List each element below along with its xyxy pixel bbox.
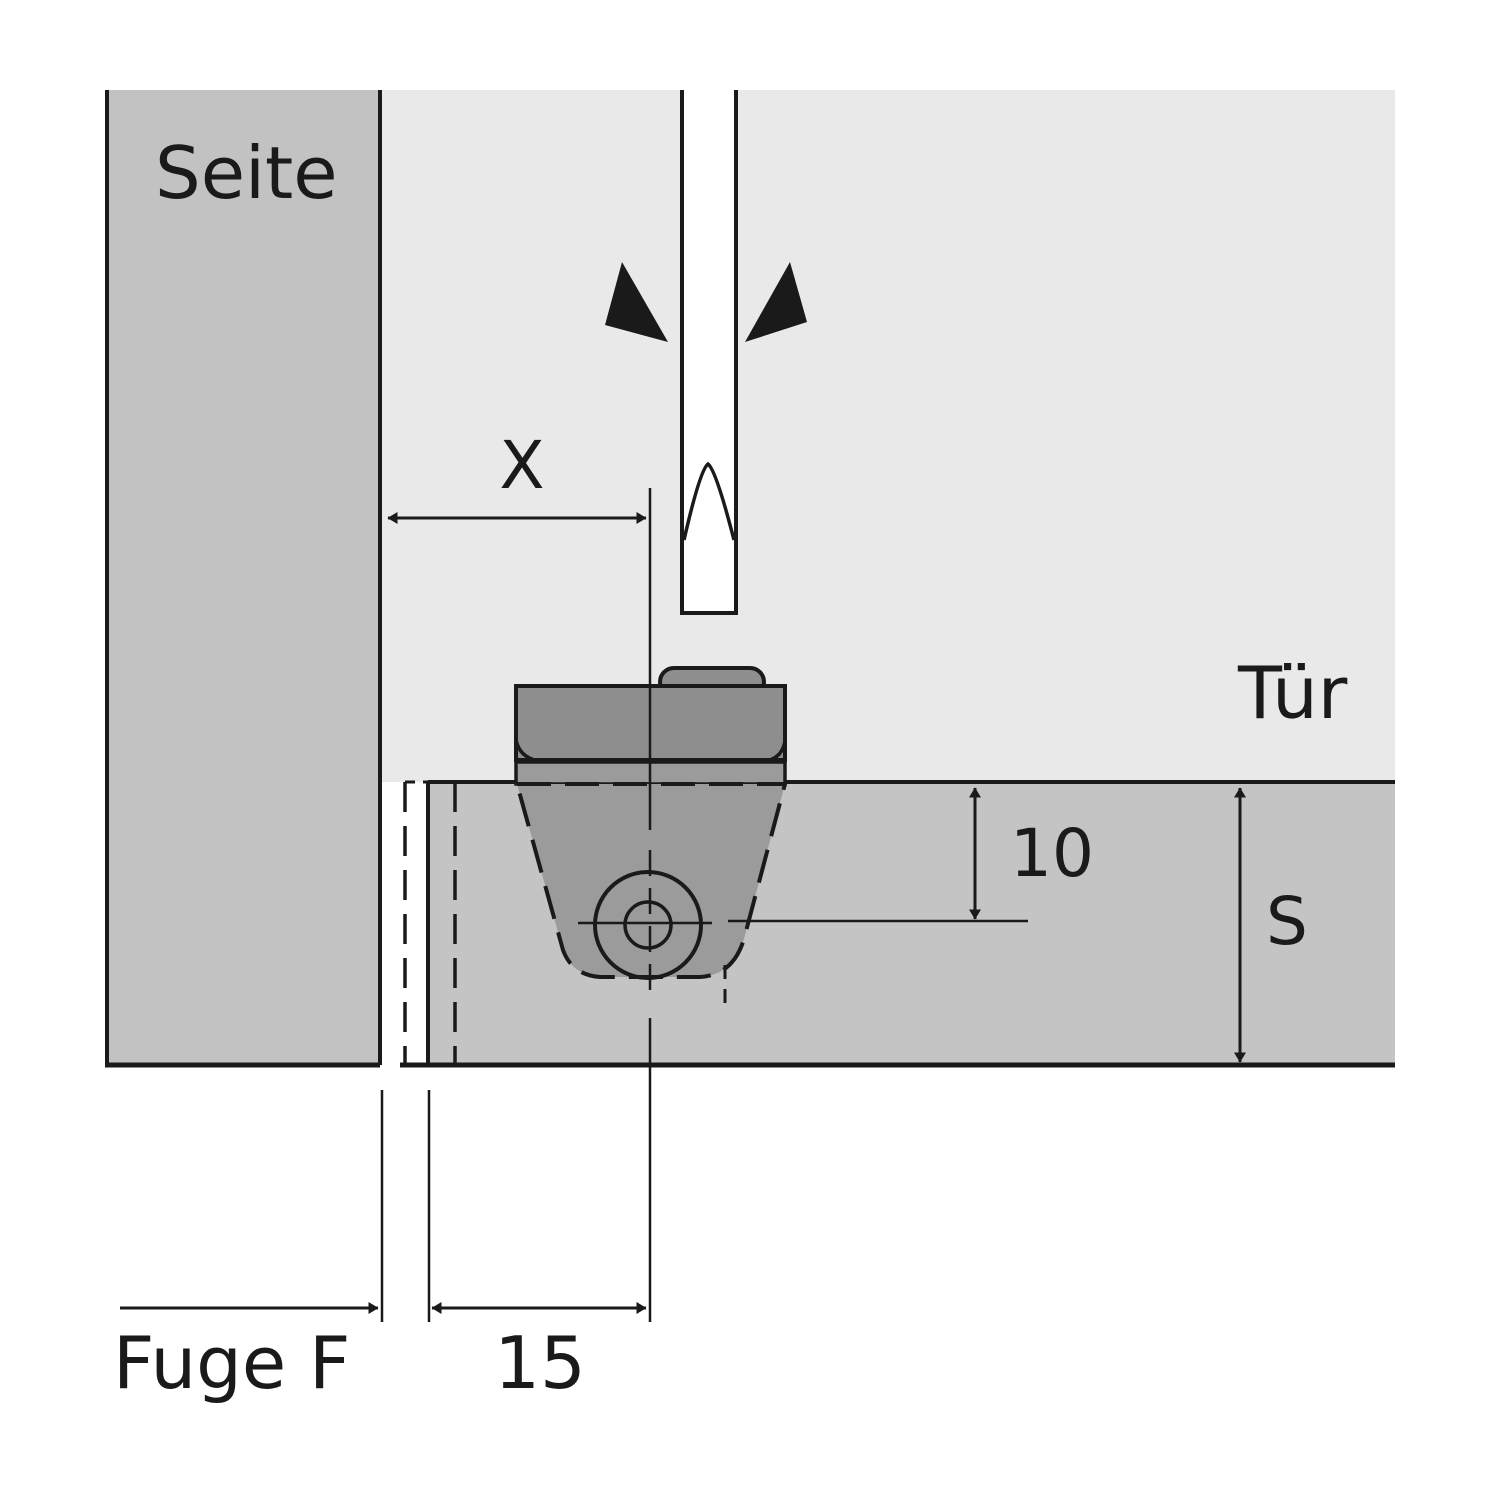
side-panel	[107, 90, 380, 1065]
screw-outer-circle	[593, 870, 703, 980]
dimension-15-label: 15	[494, 1321, 586, 1405]
gap-label: Fuge F	[113, 1321, 350, 1405]
dimension-10-label: 10	[1010, 815, 1094, 892]
dimension-x-label: X	[499, 427, 544, 504]
side-panel-label: Seite	[155, 131, 338, 215]
dimension-s-label: S	[1266, 883, 1308, 960]
background-panel	[380, 90, 1395, 782]
hinge-cup	[514, 782, 788, 979]
screwdriver	[680, 90, 738, 615]
door-label: Tür	[1237, 651, 1348, 735]
triangle-right-icon	[745, 262, 807, 342]
triangle-left-icon	[605, 262, 668, 342]
screw-inner-circle	[623, 900, 673, 950]
screwdriver-tip-marking	[682, 461, 736, 541]
